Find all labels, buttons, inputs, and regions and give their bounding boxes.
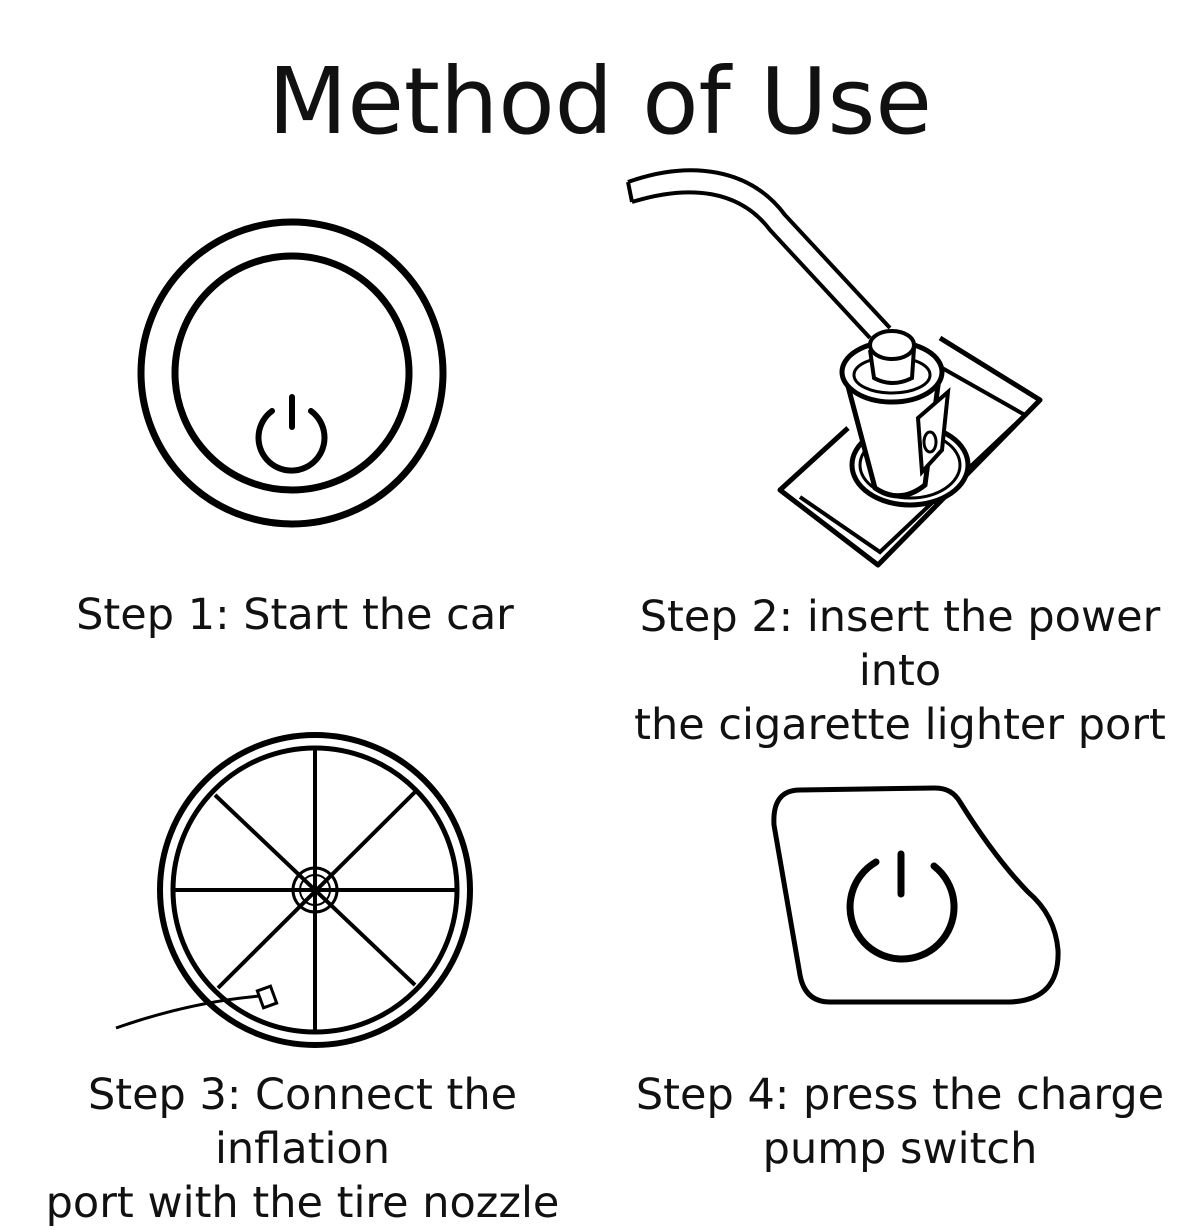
power-button-icon <box>137 218 447 528</box>
page-title: Method of Use <box>267 48 933 155</box>
step-3-caption: Step 3: Connect the inflation port with … <box>45 1070 560 1228</box>
step-4-caption: Step 4: press the charge pump switch <box>635 1070 1165 1174</box>
wheel-with-hose-icon <box>115 732 473 1048</box>
cigarette-lighter-plug-icon <box>626 168 1043 568</box>
pump-switch-icon <box>771 785 1061 1005</box>
step-2-caption: Step 2: insert the power into the cigare… <box>634 592 1166 750</box>
step-1-caption: Step 1: Start the car <box>76 590 514 640</box>
